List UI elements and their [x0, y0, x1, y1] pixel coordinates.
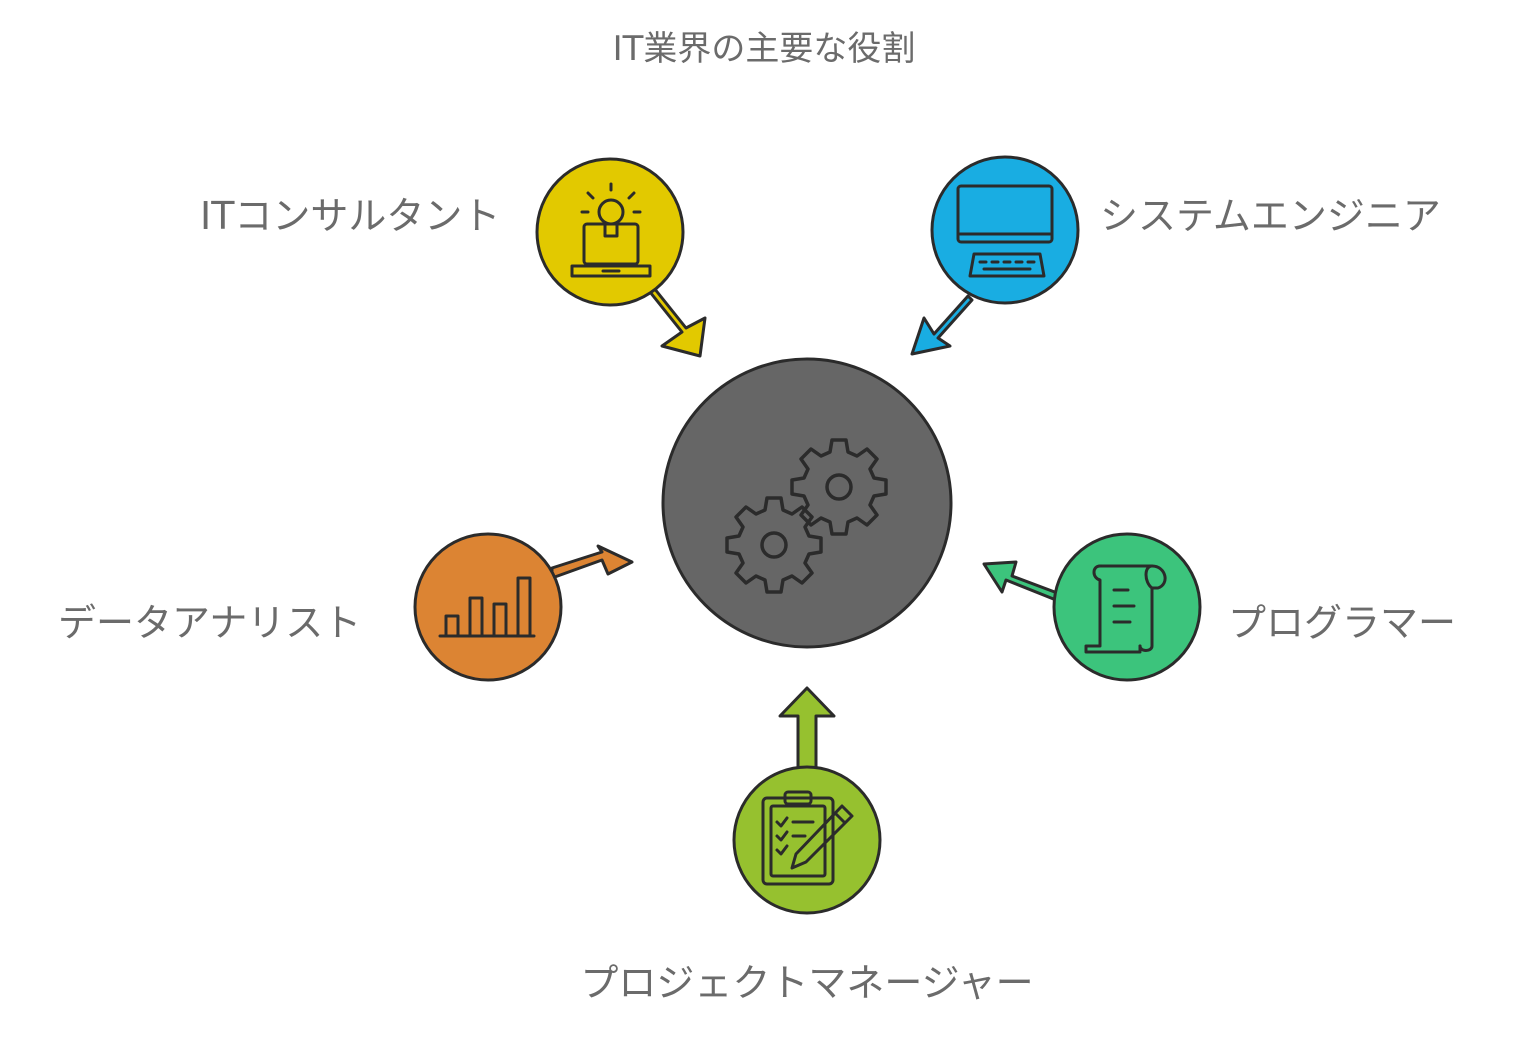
- arrow-programmer: [982, 560, 1062, 602]
- node-data-analyst: [413, 532, 634, 682]
- clipboard-pencil-icon: [761, 790, 854, 886]
- label-programmer: プログラマー: [1228, 601, 1457, 645]
- bar-chart-icon: [438, 576, 536, 638]
- node-programmer: [982, 532, 1202, 682]
- arrow-system-engineer: [910, 294, 974, 356]
- page-title: IT業界の主要な役割: [612, 29, 916, 69]
- circle-system-engineer: [930, 155, 1080, 305]
- circle-consultant: [535, 157, 685, 307]
- computer-monitor-icon: [956, 184, 1054, 278]
- scroll-document-icon: [1084, 564, 1167, 654]
- node-consultant: [535, 157, 707, 358]
- node-project-manager: [732, 686, 882, 915]
- circle-project-manager: [732, 765, 882, 915]
- label-system-engineer: システムエンジニア: [1100, 194, 1441, 238]
- circle-data-analyst: [413, 532, 563, 682]
- node-system-engineer: [910, 155, 1080, 356]
- label-project-manager: プロジェクトマネージャー: [580, 961, 1034, 1005]
- arrow-data-analyst: [550, 544, 634, 580]
- gears-icon: [725, 438, 888, 594]
- label-data-analyst: データアナリスト: [58, 601, 362, 645]
- lightbulb-laptop-icon: [570, 182, 652, 278]
- arrow-consultant: [648, 286, 707, 358]
- center-node: [661, 357, 953, 649]
- label-consultant: ITコンサルタント: [200, 194, 501, 238]
